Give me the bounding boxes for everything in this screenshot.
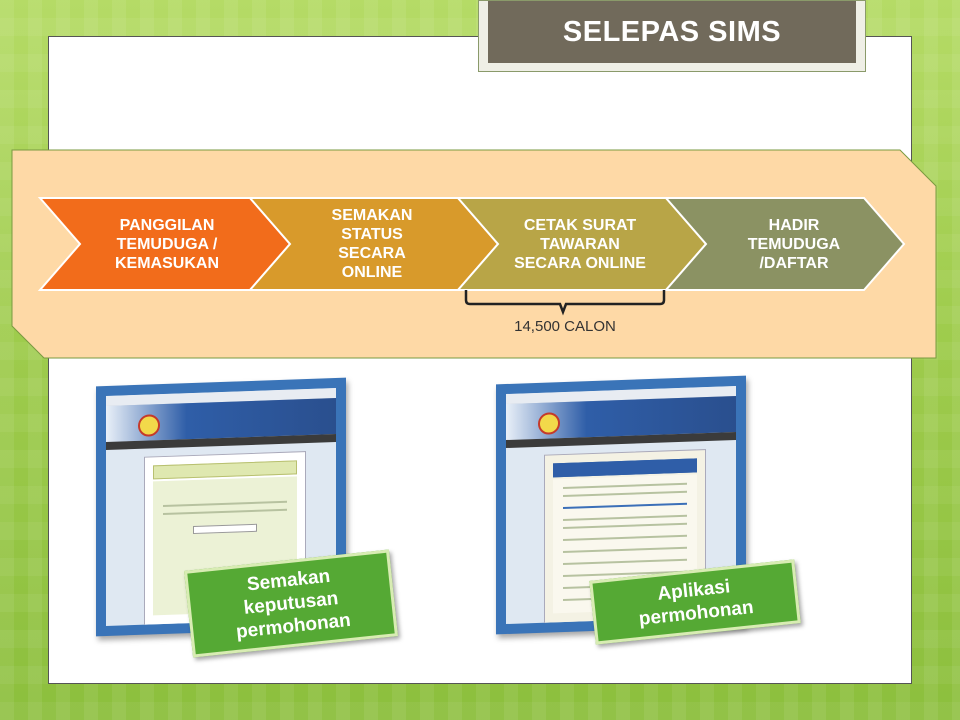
title-box: SELEPAS SIMS xyxy=(478,0,866,72)
text-line xyxy=(163,508,287,516)
text-line xyxy=(563,502,687,510)
step-label-1: PANGGILAN TEMUDUGA / KEMASUKAN xyxy=(115,216,219,272)
text-line xyxy=(563,514,687,522)
calon-count: 14,500 CALON xyxy=(514,318,616,335)
text-line xyxy=(563,522,687,530)
step-label-2: SEMAKAN STATUS SECARA ONLINE xyxy=(331,207,413,281)
text-line xyxy=(563,558,687,566)
text-line xyxy=(563,534,687,542)
step-label-4: HADIR TEMUDUGA /DAFTAR xyxy=(747,216,841,272)
text-line xyxy=(563,546,687,554)
text-line xyxy=(563,482,687,490)
step-label-3: CETAK SURAT TAWARAN SECARA ONLINE xyxy=(514,216,646,272)
input-box xyxy=(193,523,257,534)
slide-title: SELEPAS SIMS xyxy=(488,1,856,63)
text-line xyxy=(563,490,687,498)
text-line xyxy=(163,500,287,508)
